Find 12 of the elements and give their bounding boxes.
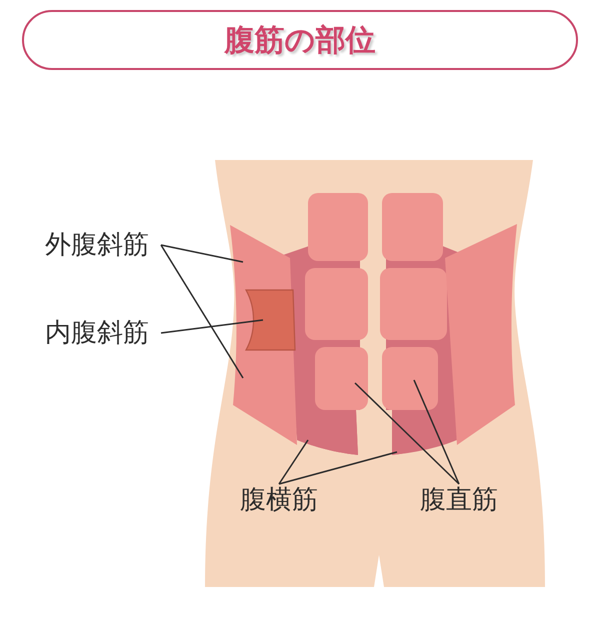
muscle-label: 内腹斜筋 [45,318,149,348]
muscle-label: 腹横筋 [240,485,318,515]
leader-line [160,319,264,334]
leader-line [160,244,244,378]
title-banner: 腹筋の部位 [22,10,578,70]
leader-line [354,382,460,485]
muscle-label: 腹直筋 [420,485,498,515]
leader-line [278,451,398,485]
leader-line [160,244,244,263]
leader-line [278,440,309,484]
leader-line [413,380,460,484]
muscle-label: 外腹斜筋 [45,230,149,260]
